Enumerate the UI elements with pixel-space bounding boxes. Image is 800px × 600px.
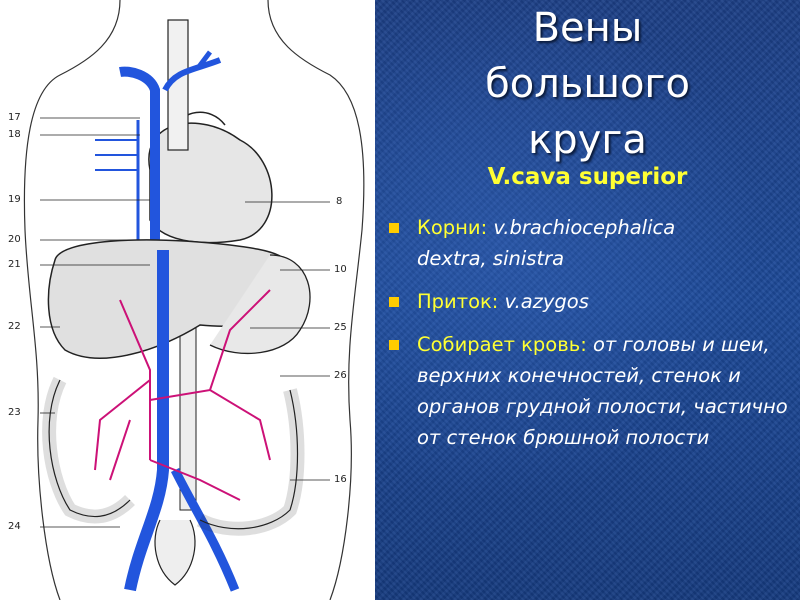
label-8: 8 — [336, 196, 343, 207]
label-22: 22 — [8, 321, 21, 332]
label-24: 24 — [8, 521, 21, 532]
label-19: 19 — [8, 194, 21, 205]
bullet-roots: Корни: v.brachiocephalica dextra, sinist… — [389, 212, 799, 274]
slide-title: Вены большого круга — [375, 0, 800, 168]
bullet-list: Корни: v.brachiocephalica dextra, sinist… — [389, 212, 799, 465]
bullet-label: Корни: — [417, 216, 488, 239]
label-16: 16 — [334, 474, 347, 485]
bullet-label: Собирает кровь: — [417, 333, 587, 356]
label-18: 18 — [8, 129, 21, 140]
title-line-1: Вены — [532, 5, 643, 51]
bullet-collects-blood: Собирает кровь: от головы и шеи, верхних… — [389, 329, 799, 453]
bullet-text: v.azygos — [498, 290, 589, 313]
label-23: 23 — [8, 407, 21, 418]
bullet-continuation: dextra, sinistra — [417, 247, 565, 270]
label-26: 26 — [334, 370, 347, 381]
label-17: 17 — [8, 112, 21, 123]
text-panel: Вены большого круга V.cava superior Корн… — [375, 0, 800, 600]
slide-subtitle: V.cava superior — [487, 164, 688, 190]
label-25: 25 — [334, 322, 347, 333]
square-bullet-icon — [389, 297, 399, 307]
bullet-text: v.brachiocephalica — [487, 216, 676, 239]
label-20: 20 — [8, 234, 21, 245]
bullet-tributary: Приток: v.azygos — [389, 286, 799, 317]
square-bullet-icon — [389, 223, 399, 233]
veins-anatomy-illustration — [23, 0, 365, 600]
label-10: 10 — [334, 264, 347, 275]
label-21: 21 — [8, 259, 21, 270]
bullet-label: Приток: — [417, 290, 499, 313]
title-line-2: большого — [485, 61, 690, 107]
bullet-text: от головы и шеи, верхних конечностей, ст… — [417, 333, 788, 449]
square-bullet-icon — [389, 340, 399, 350]
anatomy-figure-panel: 17 18 19 20 21 22 23 24 8 10 25 26 16 — [0, 0, 375, 600]
title-line-3: круга — [528, 117, 647, 163]
